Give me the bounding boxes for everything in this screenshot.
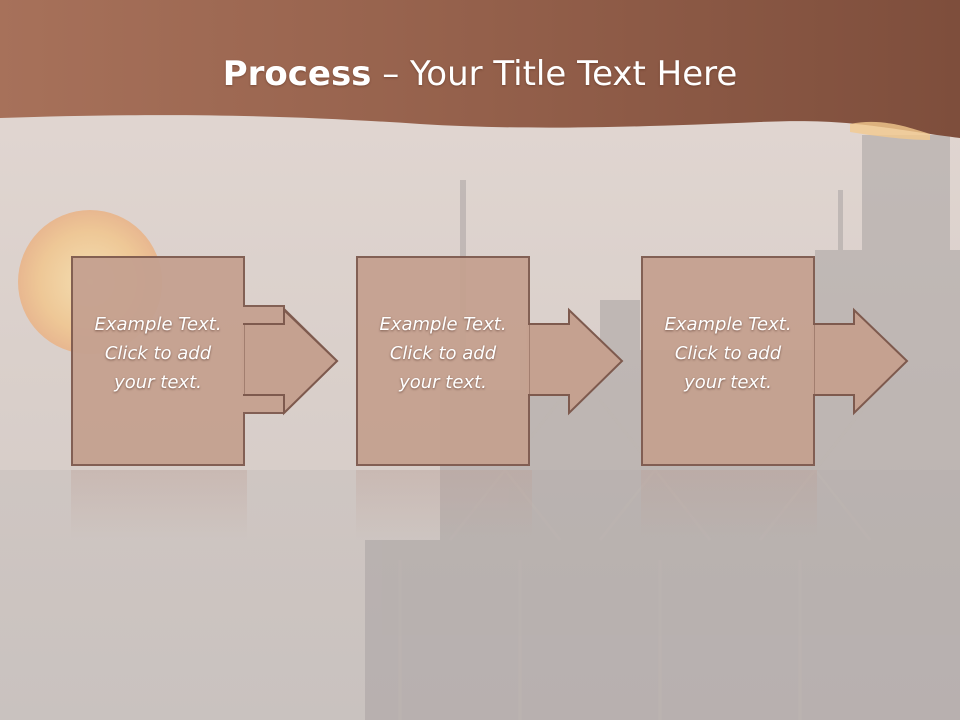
process-step-1[interactable]: Example Text. Click to add your text.: [71, 256, 341, 471]
step-reflection: [641, 470, 817, 540]
step-arrow-shape: [356, 256, 624, 466]
step-text-line: Click to add: [674, 343, 782, 364]
header-band: [0, 0, 960, 138]
process-step-2[interactable]: Example Text. Click to add your text.: [356, 256, 626, 471]
step-text-line: Click to add: [104, 343, 212, 364]
step-text-line: your text.: [399, 372, 487, 393]
title-rest: – Your Title Text Here: [371, 54, 738, 94]
step-text-line: your text.: [114, 372, 202, 393]
title-bold: Process: [222, 54, 372, 94]
step-text-line: Click to add: [389, 343, 497, 364]
step-text[interactable]: Example Text. Click to add your text.: [356, 310, 530, 397]
step-text[interactable]: Example Text. Click to add your text.: [641, 310, 815, 397]
step-reflection: [71, 470, 247, 540]
step-text-line: Example Text.: [94, 314, 222, 335]
step-text[interactable]: Example Text. Click to add your text.: [71, 310, 245, 397]
header-glow: [850, 121, 930, 140]
step-text-line: Example Text.: [379, 314, 507, 335]
step-text-line: your text.: [684, 372, 772, 393]
step-arrow-shape: [641, 256, 909, 466]
rig-lattice: [398, 399, 872, 720]
step-reflection: [356, 470, 532, 540]
step-text-line: Example Text.: [664, 314, 792, 335]
slide-title[interactable]: Process – Your Title Text Here: [0, 52, 960, 96]
step-arrow-shape: [71, 256, 339, 466]
process-step-3[interactable]: Example Text. Click to add your text.: [641, 256, 911, 471]
